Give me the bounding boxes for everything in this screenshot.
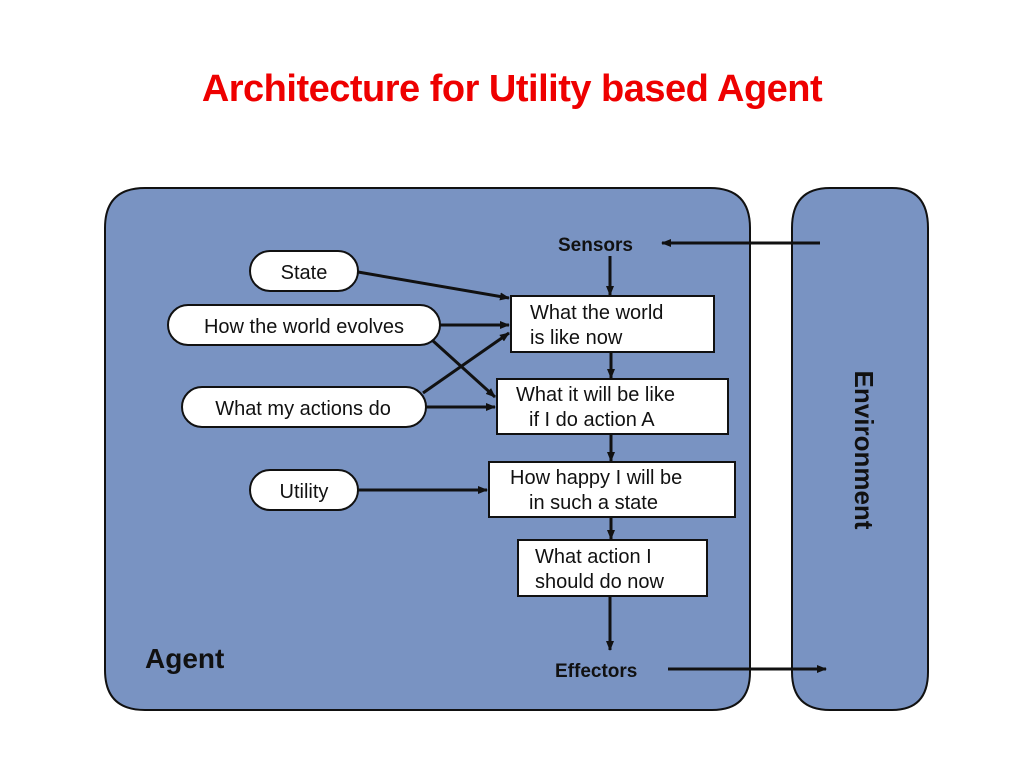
svg-text:if I do action A: if I do action A	[529, 409, 655, 431]
svg-text:What the world: What the world	[530, 302, 663, 324]
svg-text:What action I: What action I	[535, 546, 652, 568]
state-oval: State	[249, 250, 359, 292]
svg-text:in such a state: in such a state	[529, 492, 658, 514]
environment-panel	[791, 187, 929, 711]
svg-text:What it will be like: What it will be like	[516, 384, 675, 406]
actions-do-oval: What my actions do	[181, 386, 427, 428]
svg-text:What my actions do: What my actions do	[215, 398, 391, 420]
svg-text:How happy I will be: How happy I will be	[510, 467, 682, 489]
effectors-label: Effectors	[555, 661, 637, 682]
how-happy-box: How happy I will be in such a state	[488, 461, 736, 518]
what-action-box: What action I should do now	[517, 539, 708, 597]
svg-text:should do now: should do now	[535, 571, 665, 593]
will-be-like-box: What it will be like if I do action A	[496, 378, 729, 435]
svg-text:Utility: Utility	[280, 481, 329, 503]
agent-panel	[104, 187, 751, 711]
svg-text:How the world evolves: How the world evolves	[204, 316, 404, 338]
world-evolves-oval: How the world evolves	[167, 304, 441, 346]
slide-title: Architecture for Utility based Agent	[201, 68, 823, 110]
agent-label: Agent	[145, 643, 224, 674]
environment-label: Environment	[849, 371, 879, 530]
state-to-world-now-arrow	[357, 270, 510, 301]
utility-oval: Utility	[249, 469, 359, 511]
svg-text:is like now: is like now	[530, 327, 623, 349]
world-now-box: What the world is like now	[510, 295, 715, 353]
evolves-to-will-be-like-arrow	[430, 338, 497, 399]
sensors-label: Sensors	[558, 235, 633, 256]
svg-text:State: State	[281, 262, 328, 284]
actions-to-world-now-arrow	[422, 331, 510, 395]
